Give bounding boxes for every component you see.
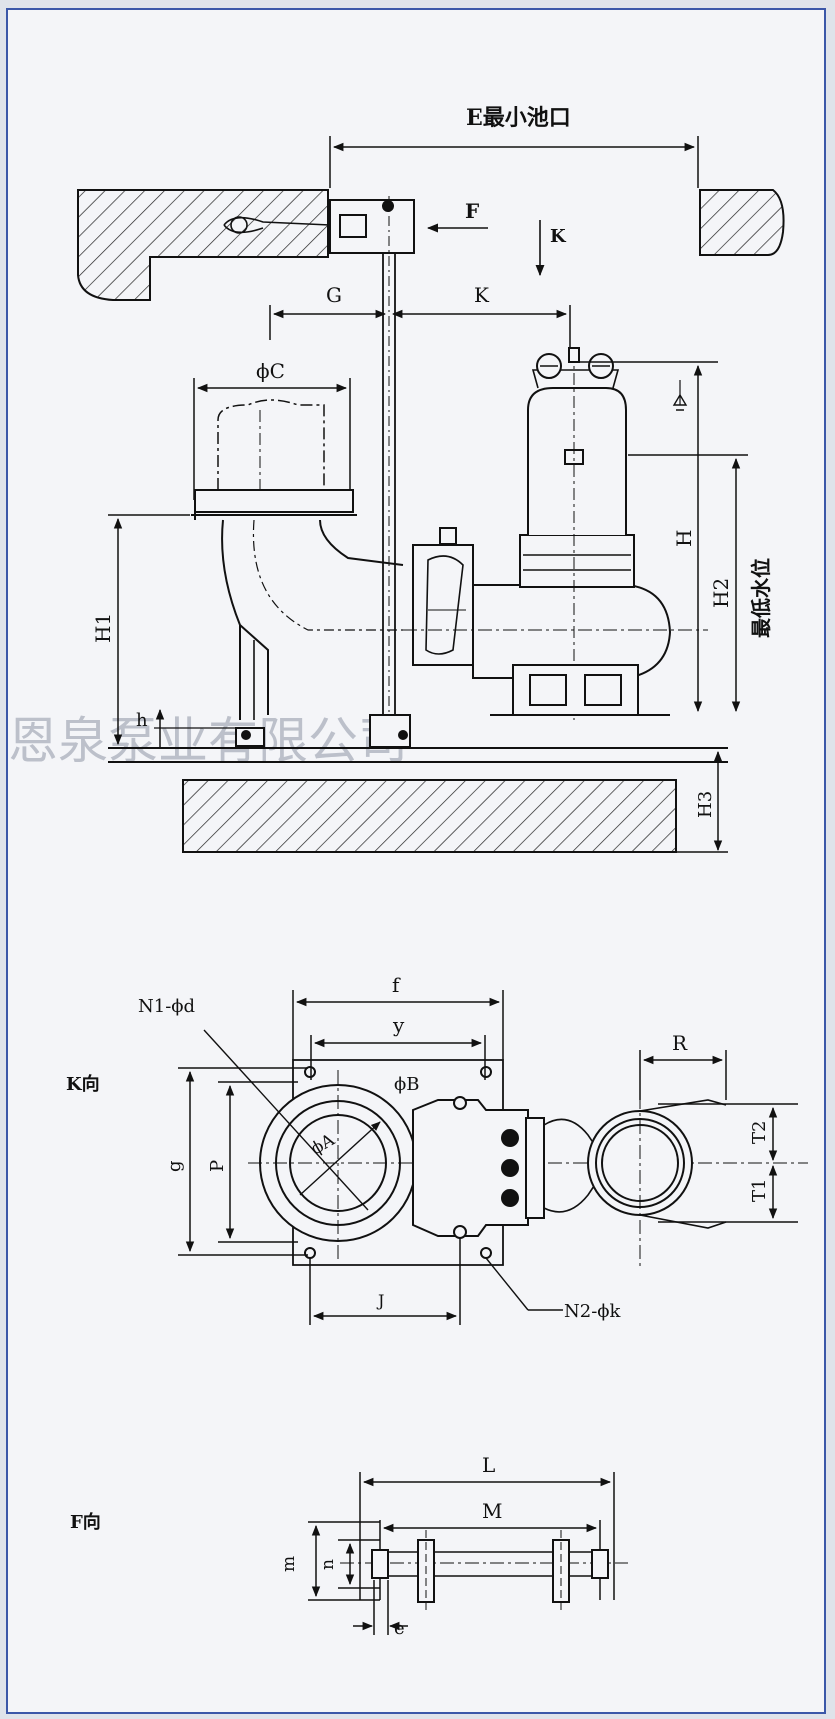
label-K: K [474, 283, 490, 307]
label-P: P [207, 1160, 228, 1172]
drawing-sheet: 恩泉泵业有限公司 [6, 8, 826, 1714]
label-K-arrow: K [550, 226, 567, 247]
k-view [178, 990, 808, 1325]
label-g: g [164, 1160, 185, 1172]
outlet-flange [194, 489, 354, 513]
label-M: M [482, 1499, 502, 1523]
label-T1: T1 [749, 1179, 770, 1202]
top-slab-right [699, 189, 785, 256]
label-f: f [392, 973, 401, 997]
label-G: G [326, 283, 342, 307]
label-H3: H3 [695, 791, 716, 818]
label-E-min-pool-opening: E最小池口 [466, 105, 571, 131]
label-J: J [376, 1291, 384, 1310]
label-phiC: ϕC [256, 359, 285, 383]
label-m: m [279, 1556, 299, 1572]
label-L: L [482, 1453, 495, 1477]
label-R: R [672, 1031, 688, 1055]
watermark: 恩泉泵业有限公司 [8, 712, 408, 770]
label-n: n [318, 1559, 338, 1570]
leader-N1 [203, 1029, 369, 1211]
elevation-view [77, 136, 785, 853]
top-slab-left [77, 189, 329, 301]
f-view-title: F向 [70, 1511, 101, 1533]
label-phiB: ϕB [394, 1074, 420, 1095]
label-e: e [394, 1618, 405, 1639]
f-view [308, 1472, 628, 1635]
label-F-arrow: F [465, 199, 479, 223]
label-min-water-level: 最低水位 [749, 558, 773, 638]
label-y: y [392, 1013, 405, 1037]
floor-slab [182, 779, 677, 853]
label-H: H [672, 530, 696, 547]
watermark-text: 恩泉泵业有限公司 [8, 712, 408, 770]
pump-installation-drawing: 恩泉泵业有限公司 [8, 105, 808, 1639]
label-N2-phik: N2-ϕk [564, 1301, 622, 1322]
label-H2: H2 [709, 578, 733, 608]
label-T2: T2 [749, 1121, 770, 1144]
label-h: h [136, 710, 148, 731]
coupling-plate [412, 544, 474, 666]
label-H1: H1 [91, 613, 115, 643]
k-view-title: K向 [66, 1073, 100, 1095]
label-N1-phid: N1-ϕd [138, 996, 195, 1017]
